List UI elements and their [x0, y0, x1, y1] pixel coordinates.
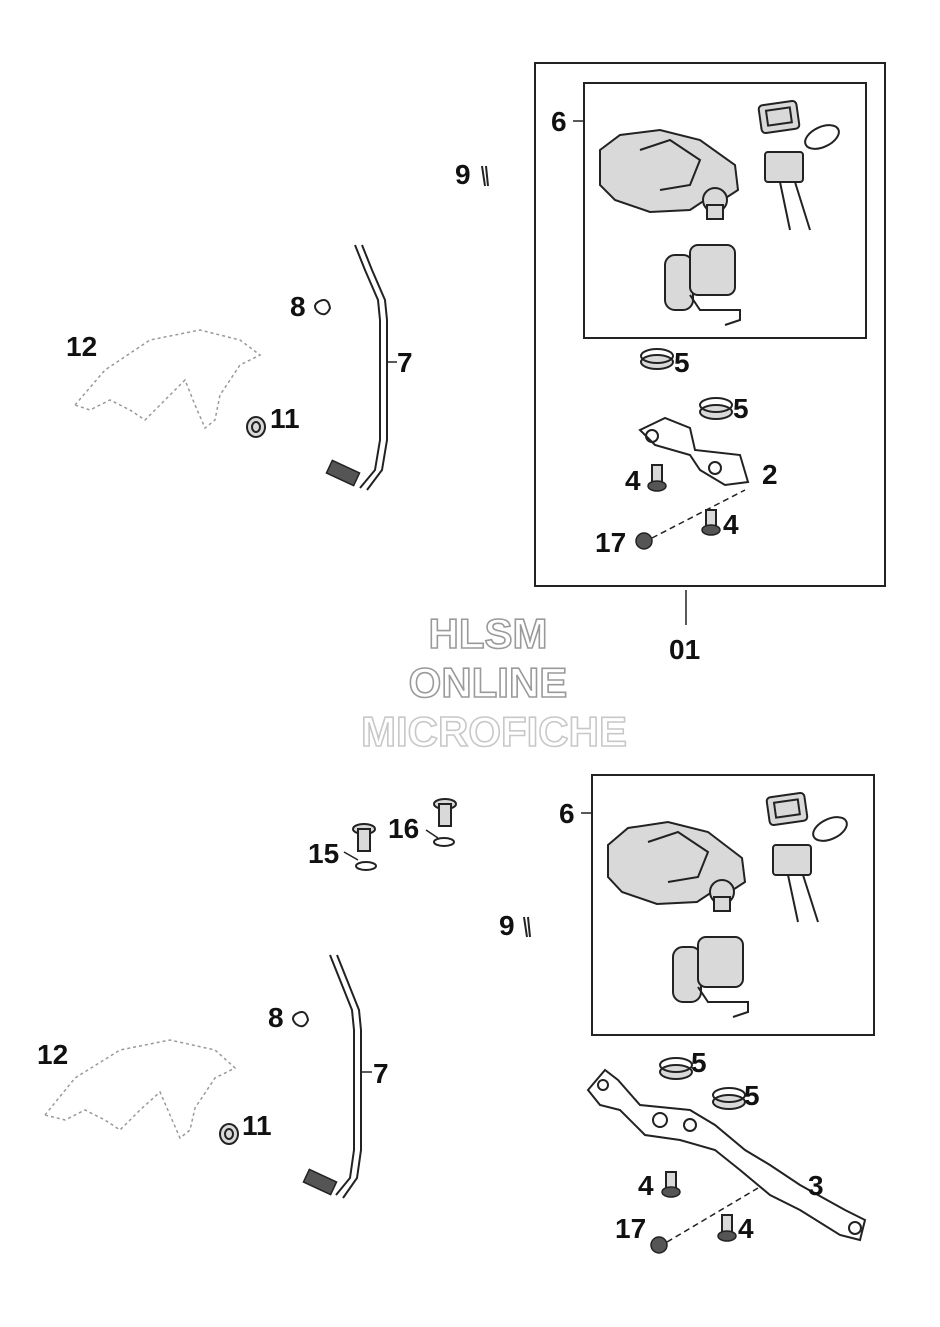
bolt-17b	[650, 1236, 668, 1254]
watermark-line3: MICROFICHE	[361, 708, 627, 755]
label-01: 01	[669, 634, 700, 665]
label-17b: 17	[615, 1213, 646, 1244]
indicator-lens-bottom	[765, 792, 848, 842]
label-2: 2	[762, 459, 778, 490]
cable-7b	[302, 954, 362, 1199]
label-12a: 12	[66, 331, 97, 362]
leader-16	[425, 829, 439, 839]
label-15: 15	[308, 838, 339, 869]
kill-switch-top	[664, 244, 741, 326]
label-4b: 4	[723, 509, 739, 540]
label-5c: 5	[691, 1047, 707, 1078]
cable-7a	[325, 244, 388, 491]
clip-8a	[314, 299, 332, 316]
nut-11a	[246, 416, 266, 438]
label-5a: 5	[674, 347, 690, 378]
label-9a: 9	[455, 159, 471, 190]
label-12b: 12	[37, 1039, 68, 1070]
label-11a: 11	[270, 403, 300, 434]
faint-bracket-12a	[73, 329, 262, 430]
screw-4d	[717, 1214, 737, 1242]
screw-4b	[701, 509, 721, 536]
spring-9b	[523, 916, 531, 938]
label-17a: 17	[595, 527, 626, 558]
stud-15	[352, 823, 377, 871]
grommet-5b	[699, 397, 733, 420]
label-8a: 8	[290, 291, 306, 322]
label-9b: 9	[499, 910, 515, 941]
label-6b: 6	[559, 798, 575, 829]
kill-switch-bottom	[672, 936, 749, 1018]
switch-housing-bottom	[607, 820, 747, 912]
watermark-line2: ONLINE	[409, 659, 568, 706]
label-4a: 4	[625, 465, 641, 496]
indicator-lens-top	[757, 100, 840, 150]
switch-connector-bottom	[772, 844, 819, 923]
label-16: 16	[388, 813, 419, 844]
stud-16	[433, 798, 457, 847]
switch-connector-top	[764, 151, 811, 231]
dash-17a	[651, 489, 746, 539]
bracket-2	[638, 416, 750, 487]
label-6a: 6	[551, 106, 567, 137]
label-4c: 4	[638, 1170, 654, 1201]
label-7b: 7	[373, 1058, 389, 1089]
screw-4a	[647, 464, 667, 492]
nut-11b	[219, 1123, 239, 1145]
screw-4c	[661, 1171, 681, 1198]
grommet-5a	[640, 348, 674, 370]
label-4d: 4	[738, 1213, 754, 1244]
switch-subframe-top	[583, 82, 867, 339]
leader-15	[343, 851, 359, 861]
kit-frame-top	[534, 62, 886, 587]
label-8b: 8	[268, 1002, 284, 1033]
label-3: 3	[808, 1170, 824, 1201]
spring-9a	[481, 165, 489, 187]
label-7a: 7	[397, 347, 413, 378]
grommet-5d	[712, 1087, 746, 1110]
label-5b: 5	[733, 393, 749, 424]
switch-housing-top	[599, 128, 740, 220]
label-5d: 5	[744, 1080, 760, 1111]
label-11b: 11	[242, 1110, 272, 1141]
bracket-3	[586, 1068, 867, 1242]
switch-subframe-bottom	[591, 774, 875, 1036]
dash-17b	[666, 1187, 759, 1243]
watermark-line1: HLSM	[429, 610, 548, 657]
bolt-17a	[635, 532, 653, 550]
clip-8b	[292, 1011, 310, 1028]
grommet-5c	[659, 1057, 693, 1080]
faint-bracket-12b	[43, 1039, 237, 1140]
